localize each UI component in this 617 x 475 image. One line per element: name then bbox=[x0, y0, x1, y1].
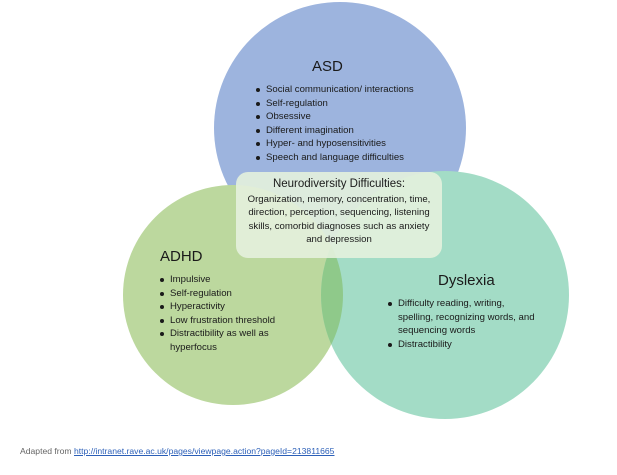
shared-difficulties-box: Neurodiversity Difficulties: Organizatio… bbox=[236, 172, 442, 258]
adhd-title: ADHD bbox=[160, 248, 203, 265]
list-item: Obsessive bbox=[256, 110, 456, 124]
asd-list: Social communication/ interactions Self-… bbox=[256, 83, 456, 165]
shared-difficulties-text: Organization, memory, concentration, tim… bbox=[247, 194, 431, 246]
dyslexia-title: Dyslexia bbox=[438, 272, 495, 289]
adhd-list: Impulsive Self-regulation Hyperactivity … bbox=[160, 273, 295, 355]
dyslexia-section: Dyslexia Difficulty reading, writing, sp… bbox=[388, 272, 538, 351]
list-item: Self-regulation bbox=[256, 97, 456, 111]
list-item: Impulsive bbox=[160, 273, 295, 287]
list-item: Different imagination bbox=[256, 124, 456, 138]
list-item: Self-regulation bbox=[160, 287, 295, 301]
list-item: Difficulty reading, writing, spelling, r… bbox=[388, 297, 538, 338]
shared-difficulties-title: Neurodiversity Difficulties: bbox=[272, 178, 406, 190]
asd-section: ASD Social communication/ interactions S… bbox=[256, 58, 456, 165]
asd-title: ASD bbox=[312, 58, 343, 75]
list-item: Hyperactivity bbox=[160, 300, 295, 314]
adhd-section: ADHD Impulsive Self-regulation Hyperacti… bbox=[160, 248, 295, 355]
caption-prefix: Adapted from bbox=[20, 446, 74, 456]
list-item: Social communication/ interactions bbox=[256, 83, 456, 97]
source-caption: Adapted from http://intranet.rave.ac.uk/… bbox=[20, 446, 334, 456]
list-item: Hyper- and hyposensitivities bbox=[256, 137, 456, 151]
dyslexia-list: Difficulty reading, writing, spelling, r… bbox=[388, 297, 538, 351]
list-item: Speech and language difficulties bbox=[256, 151, 456, 165]
list-item: Low frustration threshold bbox=[160, 314, 295, 328]
list-item: Distractibility as well as hyperfocus bbox=[160, 327, 295, 354]
source-link[interactable]: http://intranet.rave.ac.uk/pages/viewpag… bbox=[73, 446, 335, 456]
list-item: Distractibility bbox=[388, 338, 538, 352]
